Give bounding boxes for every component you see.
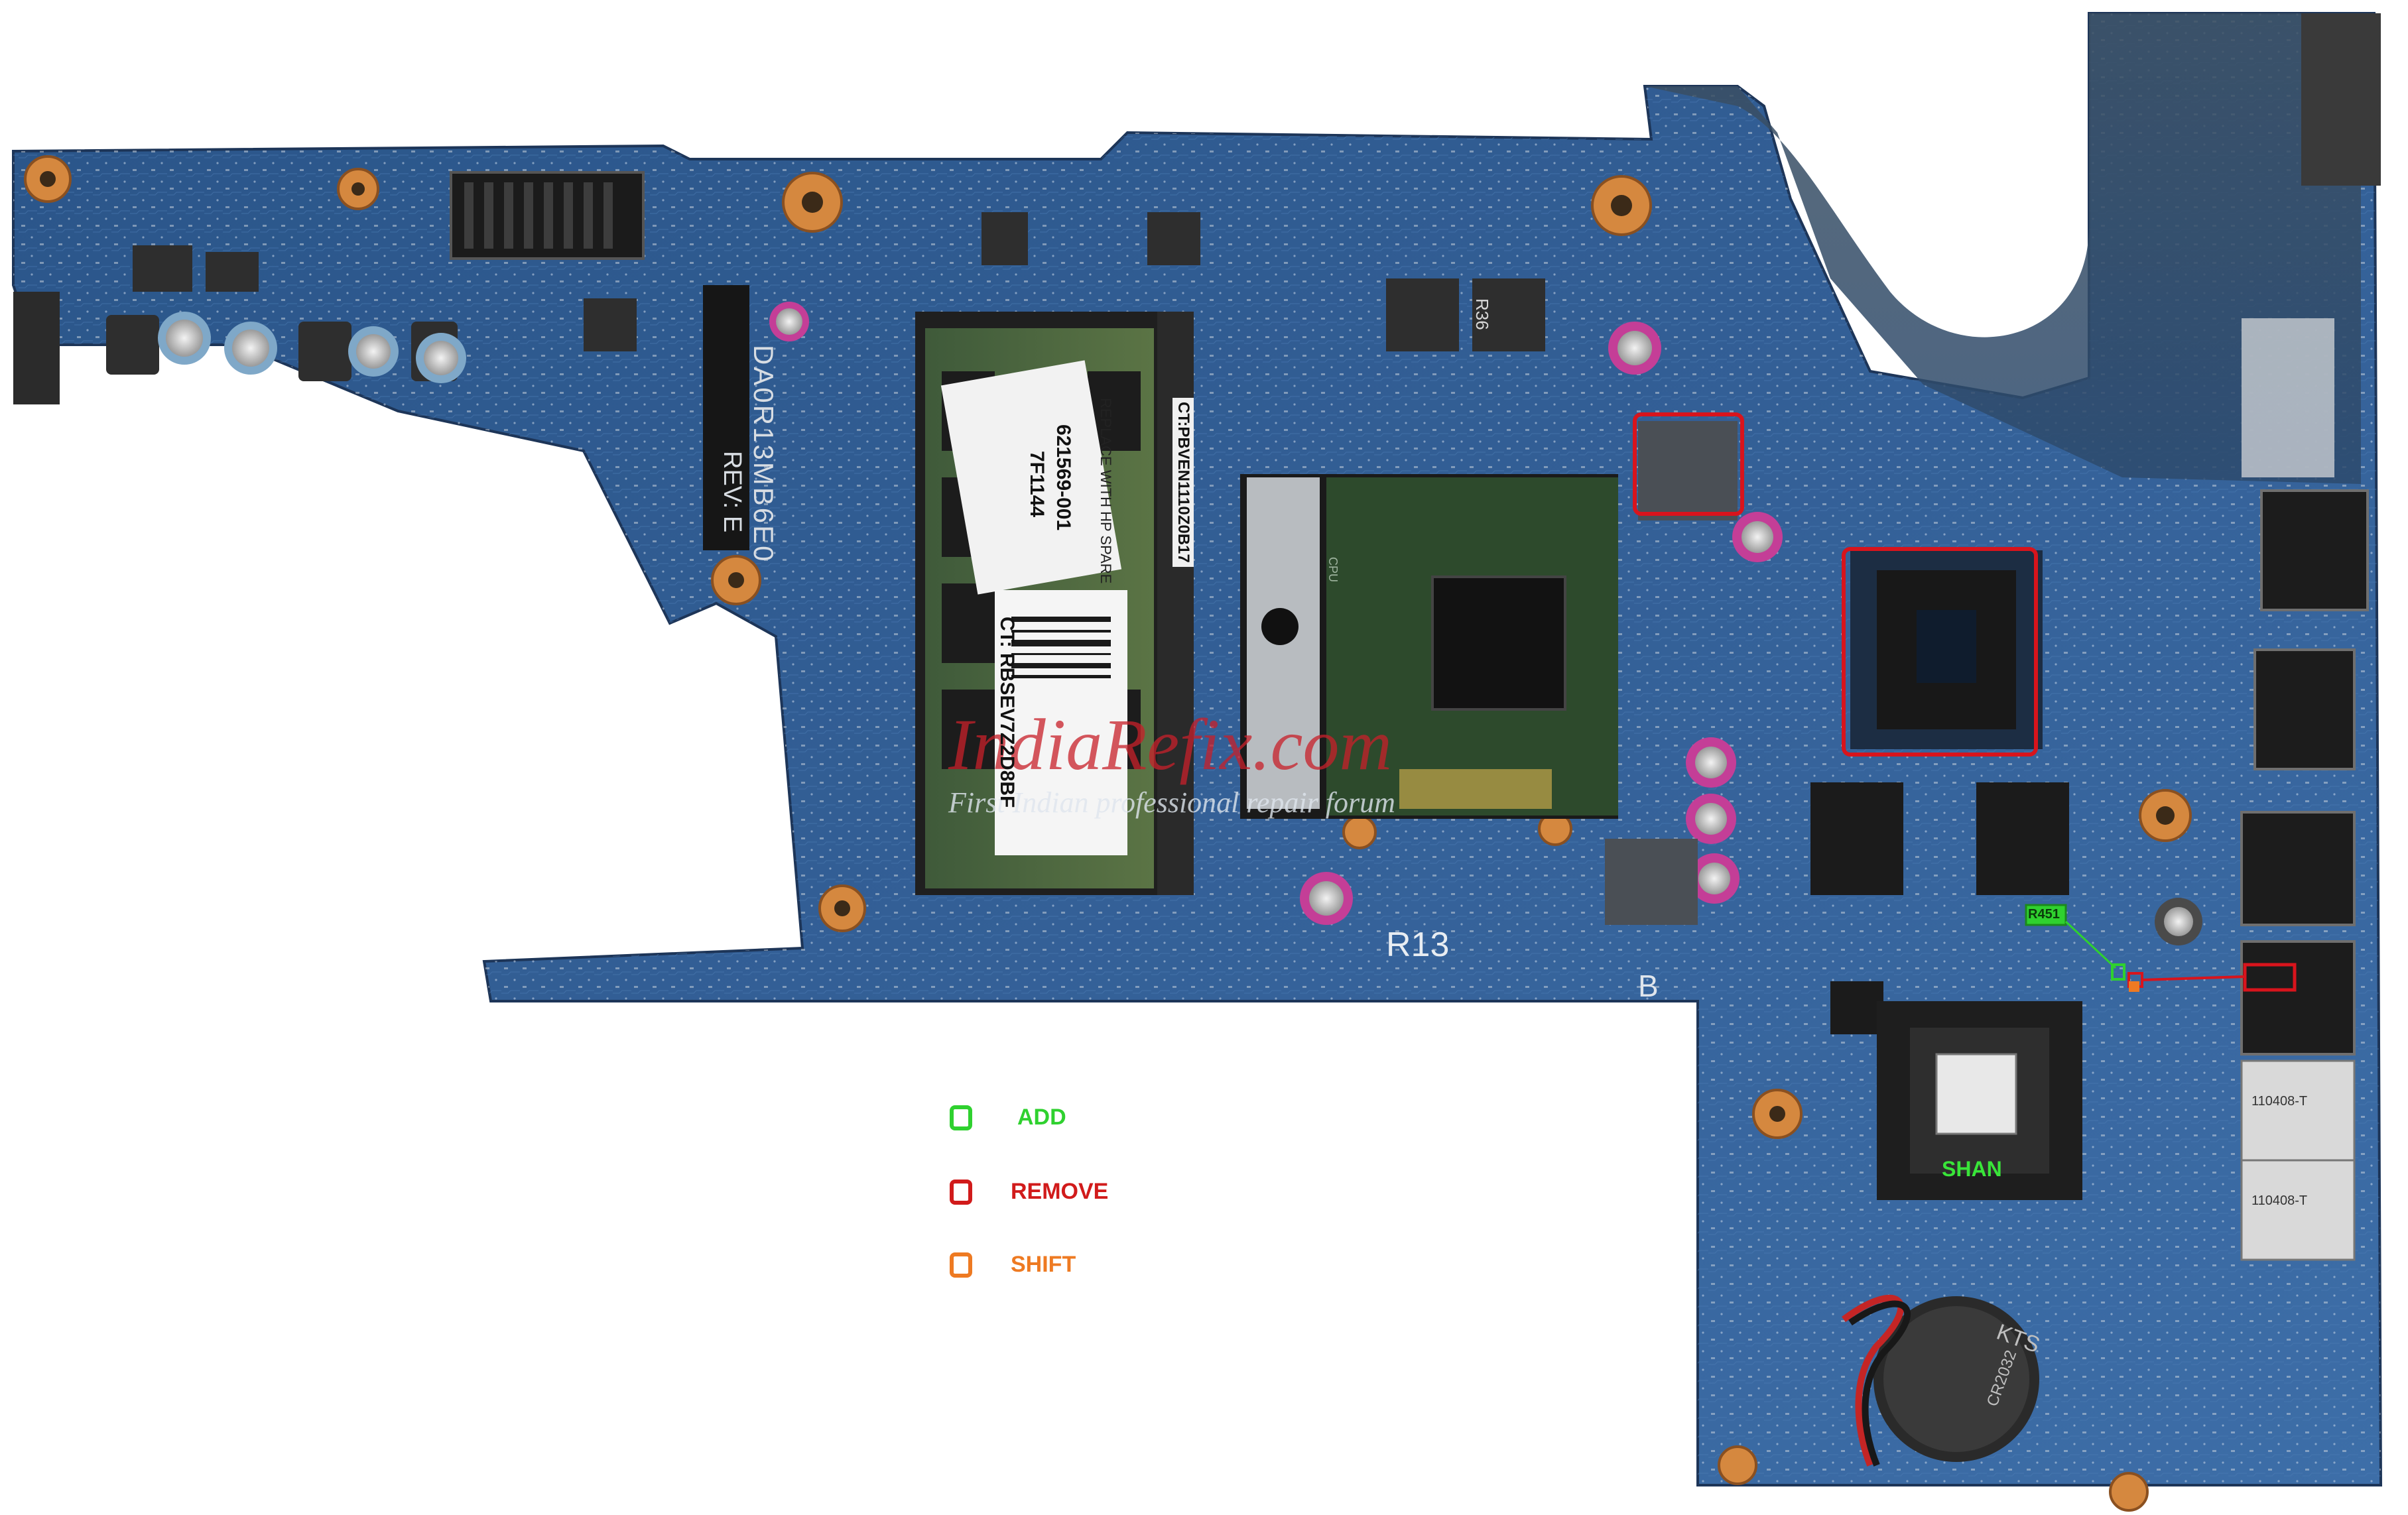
resistor-add-label: R451 xyxy=(2028,907,2060,922)
ram-sticker-line2: 621569-001 xyxy=(1052,424,1074,531)
jack-code-1: 110408-T xyxy=(2251,1094,2308,1109)
legend-remove: REMOVE xyxy=(950,1179,1108,1205)
chipset-label: SHAN xyxy=(1942,1157,2002,1181)
legend-add-label: ADD xyxy=(1017,1105,1066,1130)
legend-shift-label: SHIFT xyxy=(1011,1252,1076,1277)
legend-remove-label: REMOVE xyxy=(1011,1179,1109,1204)
ram-serial: CT: RBSEV7Z2D8BF xyxy=(996,617,1018,808)
legend-add: ADD xyxy=(950,1105,1066,1130)
remove-legend-icon xyxy=(950,1179,972,1205)
silkscreen-model: R13 xyxy=(1386,926,1450,964)
ram-sticker-line1: REPLACE WITH HP SPARE xyxy=(1098,398,1114,584)
board-serial: CT:PBVEN1110Z0B17 xyxy=(1172,398,1194,567)
board-revision: REV: E xyxy=(718,451,746,533)
shift-legend-icon xyxy=(950,1252,972,1278)
inductor-code: R36 xyxy=(1472,298,1492,330)
cpu-marking: CPU xyxy=(1326,557,1340,583)
board-code: DA0R13MB6E0 xyxy=(748,345,779,564)
legend-shift: SHIFT xyxy=(950,1252,1076,1278)
remove-highlight-inductor xyxy=(1633,412,1744,516)
jack-code-2: 110408-T xyxy=(2251,1193,2308,1208)
add-legend-icon xyxy=(950,1105,972,1130)
remove-highlight-gpu xyxy=(1842,547,2038,757)
ram-sticker-line3: 7F1144 xyxy=(1026,451,1048,518)
add-highlight-resistor xyxy=(2025,904,2067,926)
watermark-subtitle: First Indian professional repair forum xyxy=(948,786,1395,819)
watermark-text: IndiaRefix.com xyxy=(948,704,1392,785)
silkscreen-b: B xyxy=(1638,969,1659,1003)
